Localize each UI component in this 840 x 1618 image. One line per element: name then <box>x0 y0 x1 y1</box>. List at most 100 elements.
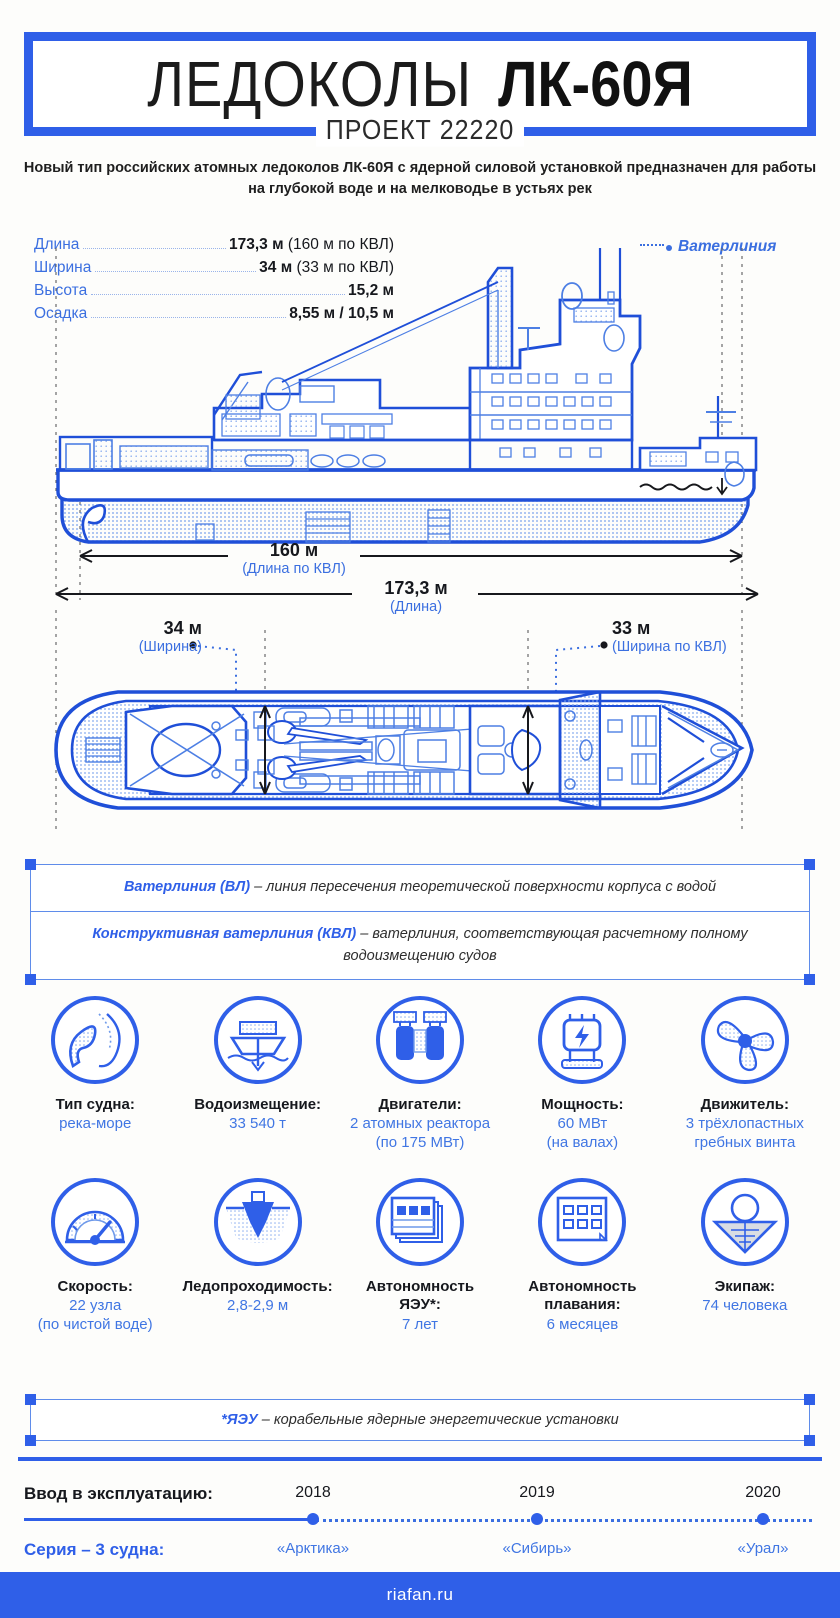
stat-value: 3 трёхлопастных гребных винта <box>685 1115 804 1151</box>
definitions-box: Ватерлиния (ВЛ) – линия пересечения теор… <box>25 859 815 986</box>
timeline-axis-solid <box>24 1518 316 1521</box>
stat-value: 22 узла (по чистой воде) <box>37 1297 153 1333</box>
timeline-ship-name: «Урал» <box>737 1540 789 1557</box>
waterline-leader <box>640 244 664 252</box>
ship-side-profile-diagram <box>55 248 759 605</box>
dimension-length-kvl: 160 м (Длина по КВЛ) <box>227 540 361 577</box>
dimension-beam-label: (Ширина) <box>138 639 202 655</box>
stat-value: 2,8-2,9 м <box>227 1297 289 1315</box>
definition-row: Ватерлиния (ВЛ) – линия пересечения теор… <box>31 865 809 911</box>
footer-bar: riafan.ru <box>0 1572 840 1618</box>
def-cap-tr <box>804 859 815 870</box>
ship-displacement-icon <box>213 996 302 1084</box>
stat-title: Ледопроходимость: <box>182 1278 333 1295</box>
waterline-label: Ватерлиния <box>678 238 777 255</box>
timeline-node <box>307 1513 319 1525</box>
spec-value-paren: (160 м по КВЛ) <box>287 236 394 253</box>
spec-label: Длина <box>34 236 80 253</box>
propeller-icon <box>700 996 789 1084</box>
stat-title: Водоизмещение: <box>194 1096 322 1113</box>
dimension-length-kvl-label: (Длина по КВЛ) <box>242 561 346 577</box>
stat-value: 7 лет <box>402 1315 438 1333</box>
calendar-months-icon <box>538 1178 627 1266</box>
stat-value: 74 человека <box>702 1297 788 1315</box>
river-sea-route-icon <box>51 996 140 1084</box>
stat-value: 2 атомных реактора (по 175 МВт) <box>349 1115 491 1151</box>
spec-value: 173,3 м (160 м по КВЛ) <box>229 236 394 254</box>
stat-title: Тип судна: <box>55 1096 135 1113</box>
definition-kvl: Конструктивная ватерлиния (КВЛ) – ватерл… <box>92 926 747 964</box>
spec-label: Высота <box>34 282 88 299</box>
crew-person-icon <box>700 1178 789 1266</box>
stat-card-displacement: Водоизмещение: 33 540 т <box>176 996 338 1152</box>
stat-title: Автономность плавания: <box>528 1278 637 1314</box>
spec-dots <box>91 294 346 295</box>
spec-label: Осадка <box>34 305 88 322</box>
timeline-year: 2019 <box>519 1484 555 1501</box>
page-title: ЛЕДОКОЛЫ <box>147 47 473 120</box>
stat-card-ship-type: Тип судна: река-море <box>14 996 176 1152</box>
fn-cap-tl <box>25 1394 36 1405</box>
def-cap-tl <box>25 859 36 870</box>
spec-value: 8,55 м / 10,5 м <box>289 305 394 322</box>
def-cap-br <box>804 974 815 986</box>
waterline-dot <box>666 245 672 251</box>
footnote-text: *ЯЭУ – корабельные ядерные энергетически… <box>221 1412 618 1428</box>
speedometer-icon <box>51 1178 140 1266</box>
timeline-label-series: Серия – 3 судна: <box>24 1540 165 1559</box>
footnote-body: – корабельные ядерные энергетические уст… <box>257 1412 619 1428</box>
stat-card-power: Мощность: 60 МВт (на валах) <box>501 996 663 1152</box>
fn-cap-tr <box>804 1394 815 1405</box>
spec-row: Осадка 8,55 м / 10,5 м <box>34 305 394 323</box>
spec-row: Длина 173,3 м (160 м по КВЛ) <box>34 236 394 254</box>
dimension-length-total-value: 173,3 м <box>384 578 448 598</box>
dimension-beam-kvl-label: (Ширина по КВЛ) <box>612 639 727 655</box>
spec-value: 15,2 м <box>348 282 394 299</box>
dimension-length-total: 173,3 м (Длина) <box>352 578 480 615</box>
timeline-node <box>531 1513 543 1525</box>
icon-grid-row-2: Скорость: 22 узла (по чистой воде) Ледоп… <box>14 1178 826 1334</box>
subtitle-rule-left <box>173 127 316 134</box>
spec-list: Длина 173,3 м (160 м по КВЛ) Ширина 34 м… <box>34 236 394 328</box>
icon-grid-row-1: Тип судна: река-море Водоизмещение: 33 5… <box>14 996 826 1152</box>
calendar-years-icon <box>376 1178 465 1266</box>
timeline-node <box>757 1513 769 1525</box>
spec-value-number: 34 м <box>259 259 293 276</box>
timeline-ship-name: «Арктика» <box>276 1540 350 1557</box>
spec-dots <box>83 248 226 249</box>
stat-card-speed: Скорость: 22 узла (по чистой воде) <box>14 1178 176 1334</box>
stat-card-reactor-autonomy: Автономность ЯЭУ*: 7 лет <box>339 1178 501 1334</box>
footnote-box: *ЯЭУ – корабельные ядерные энергетически… <box>25 1394 815 1446</box>
stat-card-engines: Двигатели: 2 атомных реактора (по 175 МВ… <box>339 996 501 1152</box>
spec-dots <box>95 271 257 272</box>
stat-title: Скорость: <box>57 1278 133 1295</box>
subtitle-rule-right <box>524 127 667 134</box>
spec-row: Ширина 34 м (33 м по КВЛ) <box>34 259 394 277</box>
stat-card-ice-capability: Ледопроходимость: 2,8-2,9 м <box>176 1178 338 1334</box>
timeline-axis-dotted <box>316 1519 812 1522</box>
stat-title: Автономность ЯЭУ*: <box>365 1278 475 1314</box>
dimension-beam: 34 м (Ширина) <box>118 618 202 655</box>
stat-card-crew: Экипаж: 74 человека <box>664 1178 826 1334</box>
timeline-year: 2018 <box>295 1484 331 1501</box>
stat-card-propeller: Движитель: 3 трёхлопастных гребных винта <box>664 996 826 1152</box>
stat-value: 6 месяцев <box>546 1315 619 1333</box>
definition-text: – линия пересечения теоретической поверх… <box>250 879 717 895</box>
timeline-top-rule <box>18 1457 822 1461</box>
definition-term: Ватерлиния (ВЛ) <box>123 879 251 895</box>
definition-waterline: Ватерлиния (ВЛ) – линия пересечения теор… <box>124 879 716 895</box>
definition-term: Конструктивная ватерлиния (КВЛ) <box>92 925 357 942</box>
spec-value: 34 м (33 м по КВЛ) <box>259 259 394 277</box>
project-subtitle: ПРОЕКТ 22220 <box>315 114 525 147</box>
stat-title: Движитель: <box>700 1096 790 1113</box>
timeline-ship-name: «Сибирь» <box>502 1540 572 1557</box>
nuclear-reactor-icon <box>376 996 465 1084</box>
footnote-term: *ЯЭУ <box>221 1412 258 1428</box>
power-bolt-icon <box>538 996 627 1084</box>
spec-value-number: 173,3 м <box>228 236 284 253</box>
fn-cap-br <box>804 1435 815 1446</box>
definition-row: Конструктивная ватерлиния (КВЛ) – ватерл… <box>31 910 809 980</box>
fn-cap-bl <box>25 1435 36 1446</box>
stat-value: 60 МВт (на валах) <box>546 1115 619 1151</box>
